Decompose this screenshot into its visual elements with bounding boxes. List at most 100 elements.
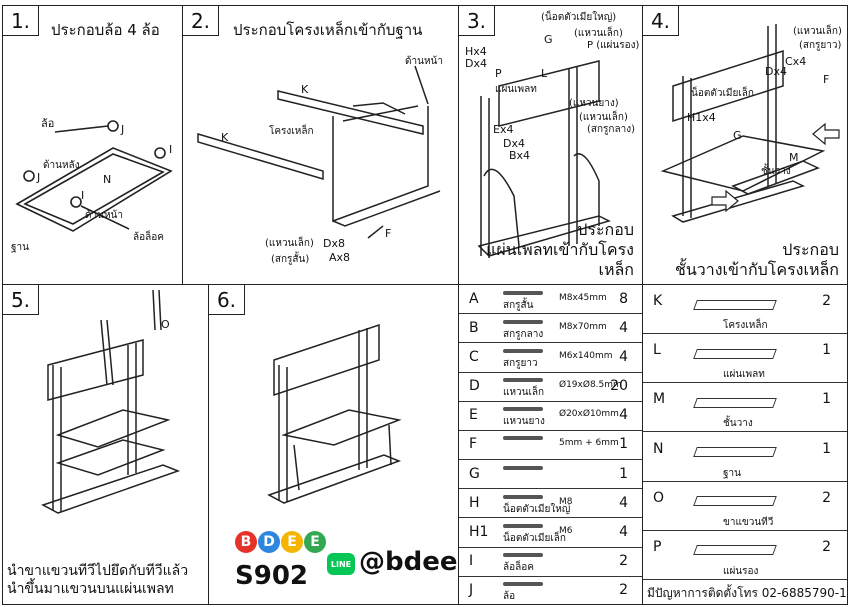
label-medium-screw: (สกรูกลาง) — [587, 124, 636, 135]
part-code: J — [469, 582, 474, 599]
label-m: M — [789, 151, 799, 164]
label-cx4: Cx4 — [785, 55, 807, 68]
label-h1x4: H1x4 — [687, 111, 716, 124]
part-qty: 1 — [619, 465, 628, 482]
label-wheel: ล้อ — [41, 117, 55, 130]
step-caption: ประกอบ ชั้นวางเข้ากับโครงเหล็ก — [675, 240, 839, 280]
part-spec: Ø20xØ10mm — [559, 409, 619, 420]
part-code: H — [469, 494, 480, 511]
panel-step-3: 3. G (น็อตตัวเมียใหญ่) (แหวนเล็ก) P (แผ่… — [458, 5, 643, 285]
part-code: F — [469, 436, 478, 453]
part-code: A — [469, 290, 479, 307]
shelf-assembly-drawing — [660, 24, 840, 223]
label-dx8: Dx8 — [323, 237, 345, 250]
label-j2: J — [37, 171, 41, 184]
part-hardware-icon — [503, 378, 543, 383]
part-qty: 20 — [610, 378, 628, 395]
part-name: สกรูสั้น — [503, 299, 534, 311]
base-assembly-drawing — [15, 120, 173, 232]
panel-step-2: 2. ประกอบโครงเหล็กเข้ากับฐาน ด้านหน้า K … — [182, 5, 459, 285]
step-number: 2. — [183, 6, 219, 36]
brand-letter-e2: E — [304, 531, 326, 553]
part-drawing-icon — [693, 496, 777, 507]
step-number: 4. — [643, 6, 679, 36]
part-hardware-icon — [503, 348, 543, 353]
part-hardware-icon — [503, 524, 543, 529]
part-qty: 4 — [619, 407, 628, 424]
label-n: N — [103, 173, 112, 186]
brand-letter-b: B — [235, 531, 257, 553]
tv-mount-drawing — [41, 289, 181, 514]
caption-line-1: ประกอบ — [577, 220, 634, 239]
part-name: ฐาน — [723, 467, 741, 479]
panel-step-4: 4. (แหวนเล็ก) (สกรูยาว) Cx4 Dx4 F น็อตตั… — [642, 5, 848, 285]
brand-letter-d: D — [258, 531, 280, 553]
label-small-nut: น็อตตัวเมียเล็ก — [691, 88, 754, 99]
step-number: 6. — [209, 285, 245, 315]
part-drawing-icon — [693, 299, 777, 310]
part-spec: M8x45mm — [559, 292, 607, 303]
step-number: 1. — [3, 6, 39, 36]
part-qty: 1 — [822, 391, 831, 408]
label-dx4b: Dx4 — [503, 137, 525, 150]
part-qty: 2 — [619, 553, 628, 570]
part-spec: 5mm + 6mm — [559, 438, 619, 449]
part-qty: 1 — [619, 436, 628, 453]
part-hardware-icon — [503, 407, 543, 412]
step-number: 3. — [459, 6, 495, 36]
label-lock-wheel: ล้อล็อค — [133, 232, 164, 243]
part-hardware-icon — [503, 290, 543, 295]
part-code: E — [469, 407, 478, 424]
part-name: โครงเหล็ก — [723, 320, 768, 332]
label-front: ด้านหน้า — [405, 56, 443, 67]
step-number: 5. — [3, 285, 39, 315]
part-code: N — [653, 440, 664, 457]
part-name: สกรูยาว — [503, 357, 538, 369]
part-code: G — [469, 465, 480, 482]
step-caption: นำขาแขวนทีวีไปยึดกับทีวีแล้ว นำขึ้นมาแขว… — [7, 562, 188, 598]
label-dx4a: Dx4 — [465, 57, 487, 70]
caption-line-2: นำขึ้นมาแขวนบนแผ่นเพลท — [7, 580, 174, 597]
label-washer: (แหวนเล็ก) — [265, 238, 314, 249]
label-ex4: Ex4 — [493, 123, 514, 136]
label-small-washer-2: (แหวนเล็ก) — [579, 112, 628, 123]
part-code: H1 — [469, 524, 489, 541]
label-ax8: Ax8 — [329, 251, 351, 264]
part-name: น็อตตัวเมียใหญ่ — [503, 503, 571, 515]
part-spec: Ø19xØ8.5mm — [559, 380, 622, 391]
part-qty: 1 — [822, 342, 831, 359]
brand-logo: B D E E — [235, 531, 327, 553]
part-qty: 2 — [822, 538, 831, 555]
label-long-screw: (สกรูยาว) — [799, 40, 842, 51]
panel-step-1: 1. ประกอบล้อ 4 ล้อ ล้อ J J ด้านหลัง N I … — [2, 5, 183, 285]
label-i1: I — [169, 143, 173, 156]
label-l: L — [541, 67, 548, 80]
part-qty: 4 — [619, 319, 628, 336]
label-p-pad: P (แผ่นรอง) — [587, 40, 640, 51]
step-caption: ประกอบ แผ่นเพลทเข้ากับโครงเหล็ก — [459, 220, 634, 280]
part-name: ชั้นวาง — [723, 418, 753, 430]
part-hardware-icon — [503, 319, 543, 324]
label-p: P — [495, 67, 502, 80]
panel-step-5: 5. O นำขาแขวนทีวีไปยึดกับทีวีแล้ว นำขึ้น… — [2, 284, 209, 605]
label-washer: (แหวนเล็ก) — [793, 26, 842, 37]
caption-line-2: ชั้นวางเข้ากับโครงเหล็ก — [674, 260, 839, 279]
support-phone: มีปัญหาการติดตั้งโทร 02-6885790-1 — [647, 586, 847, 600]
part-name: น็อตตัวเมียเล็ก — [503, 533, 566, 545]
part-drawing-icon — [693, 545, 777, 556]
label-j1: J — [121, 123, 125, 136]
part-drawing-icon — [693, 348, 777, 359]
caption-line-2: แผ่นเพลทเข้ากับโครงเหล็ก — [486, 240, 634, 279]
label-rubber-washer: (แหวนยาง) — [569, 98, 619, 109]
